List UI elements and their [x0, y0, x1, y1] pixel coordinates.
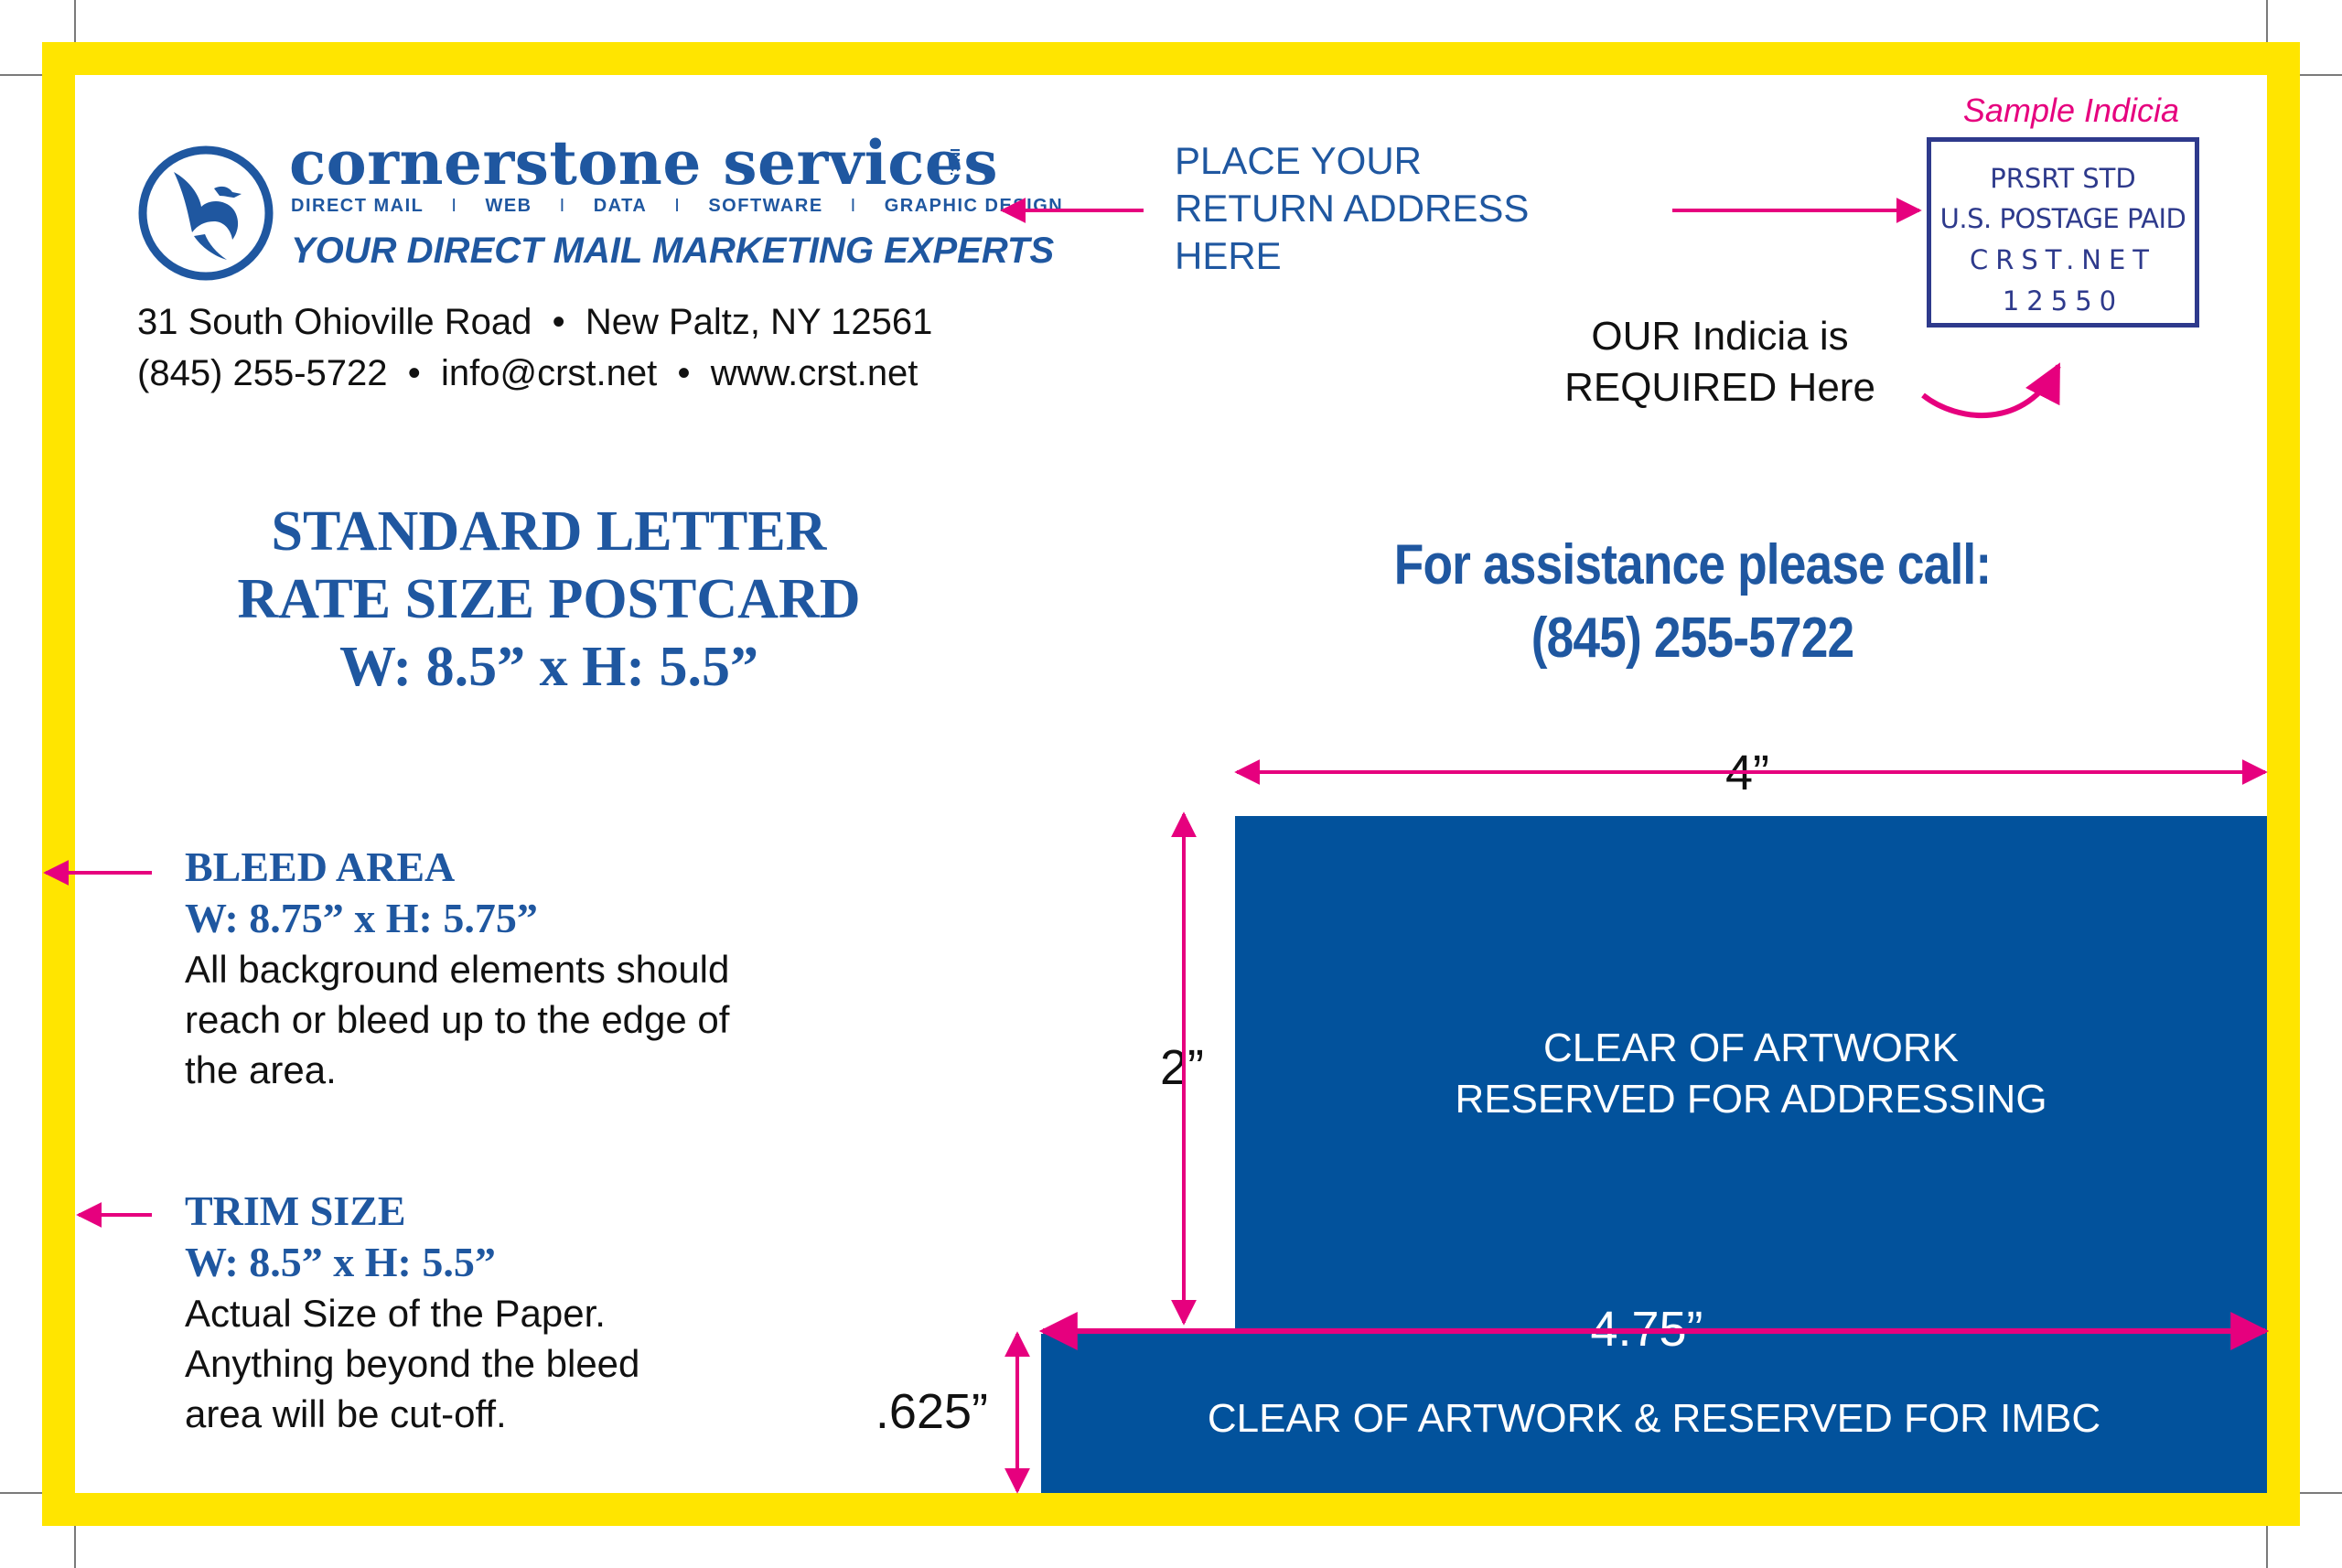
bleed-body-1: All background elements should: [185, 948, 730, 991]
crop-mark: [0, 74, 42, 76]
trim-body-3: area will be cut-off.: [185, 1392, 507, 1435]
imbc-zone-text: CLEAR OF ARTWORK & RESERVED FOR IMBC: [1207, 1396, 2101, 1441]
indicia-line-1: PRSRT STD: [1990, 163, 2136, 194]
address-zone-line-2: RESERVED FOR ADDRESSING: [1455, 1077, 2047, 1122]
return-line-3: HERE: [1175, 234, 1282, 277]
imbc-zone: [1041, 1334, 2267, 1493]
assistance-block: For assistance please call: (845) 255-57…: [1281, 529, 2104, 675]
trim-body-2: Anything beyond the bleed: [185, 1342, 640, 1385]
crop-mark: [2300, 74, 2342, 76]
assistance-label: For assistance please call:: [1393, 533, 1992, 596]
crop-mark: [74, 0, 76, 42]
trim-title: TRIM SIZE: [185, 1187, 406, 1234]
brand-tagline: YOUR DIRECT MAIL MARKETING EXPERTS: [291, 231, 1055, 271]
spec-line-3: W: 8.5” x H: 5.5”: [338, 636, 759, 698]
trim-size-note: TRIM SIZE W: 8.5” x H: 5.5” Actual Size …: [185, 1186, 880, 1439]
bleed-dims: W: 8.75” x H: 5.75”: [185, 895, 538, 941]
indicia-line-2: U.S. POSTAGE PAID: [1939, 203, 2186, 234]
sample-indicia-label: Sample Indicia: [1962, 91, 2180, 129]
assistance-phone: (845) 255-5722: [1531, 607, 1854, 670]
crop-mark: [2266, 0, 2268, 42]
service-software: SOFTWARE: [708, 196, 823, 216]
service-separator: I: [451, 196, 458, 216]
brand-services: DIRECT MAIL I WEB I DATA I SOFTWARE I GR…: [291, 196, 1063, 217]
trim-body-1: Actual Size of the Paper.: [185, 1292, 606, 1335]
indicia-box: PRSRT STD U.S. POSTAGE PAID CRST.NET 125…: [1927, 137, 2199, 328]
brand-logo: [137, 145, 274, 282]
service-web: WEB: [485, 196, 532, 216]
crop-mark: [2300, 1492, 2342, 1494]
indicia-curve-arrow: [1921, 362, 2061, 418]
indicia-line-4: 12550: [2002, 285, 2124, 317]
service-separator: I: [559, 196, 566, 216]
bleed-body-2: reach or bleed up to the edge of: [185, 998, 730, 1041]
bleed-body-3: the area.: [185, 1048, 337, 1091]
imbc-height-label: .625”: [875, 1384, 988, 1439]
brand-name-text: cornerstone services: [289, 127, 999, 199]
eagle-icon: [138, 145, 274, 281]
service-data: DATA: [593, 196, 648, 216]
spec-line-2: RATE SIZE POSTCARD: [237, 568, 861, 630]
spec-line-1: STANDARD LETTER: [271, 500, 827, 563]
trim-dims: W: 8.5” x H: 5.5”: [185, 1239, 496, 1285]
address-zone: [1235, 816, 2267, 1334]
bleed-title: BLEED AREA: [185, 843, 456, 890]
crop-mark: [0, 1492, 42, 1494]
return-line-2: RETURN ADDRESS: [1175, 187, 1530, 230]
indicia-note-line-1: OUR Indicia is: [1591, 314, 1849, 359]
indicia-note-line-2: REQUIRED Here: [1564, 365, 1875, 410]
service-direct-mail: DIRECT MAIL: [291, 196, 424, 216]
return-address-note: PLACE YOUR RETURN ADDRESS HERE: [1175, 137, 1529, 280]
service-separator: I: [674, 196, 682, 216]
service-separator: I: [850, 196, 857, 216]
return-line-1: PLACE YOUR: [1175, 139, 1422, 182]
indicia-line-3: CRST.NET: [1969, 244, 2157, 275]
indicia-note: OUR Indicia is REQUIRED Here: [1519, 311, 1921, 413]
postcard-spec: STANDARD LETTER RATE SIZE POSTCARD W: 8.…: [183, 498, 915, 701]
company-address: 31 South Ohioville Road • New Paltz, NY …: [137, 302, 933, 342]
brand-name: cornerstone services: [289, 126, 998, 199]
crop-mark: [2266, 1526, 2268, 1568]
crop-mark: [74, 1526, 76, 1568]
address-zone-text: CLEAR OF ARTWORK RESERVED FOR ADDRESSING: [1235, 1023, 2267, 1125]
bleed-area-note: BLEED AREA W: 8.75” x H: 5.75” All backg…: [185, 842, 880, 1095]
company-contact: (845) 255-5722 • info@crst.net • www.crs…: [137, 353, 919, 393]
address-zone-line-1: CLEAR OF ARTWORK: [1543, 1026, 1959, 1070]
